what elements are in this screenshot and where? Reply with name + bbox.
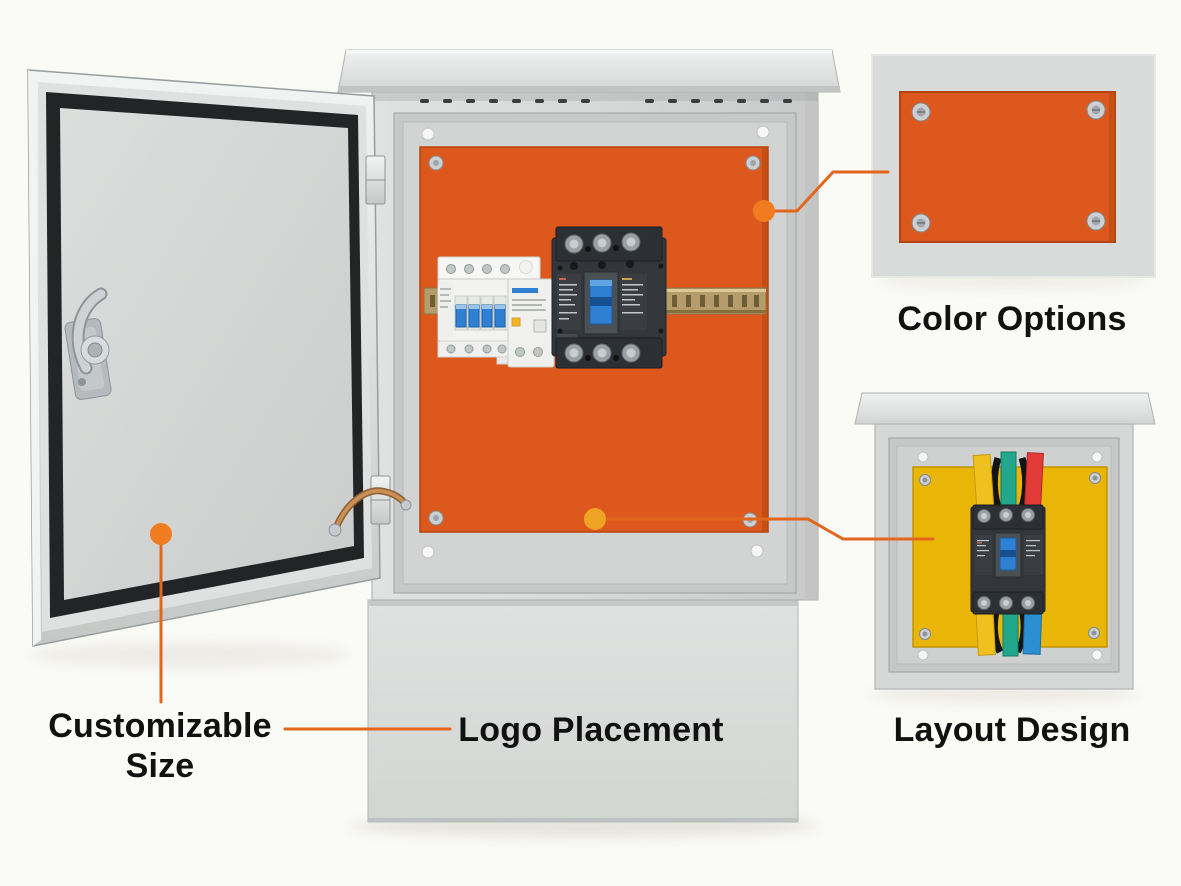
mccb-bottom-terminals bbox=[564, 343, 641, 363]
layout-design-dot bbox=[584, 508, 606, 530]
mccb-label-left bbox=[557, 274, 581, 330]
sample-plate-screws bbox=[911, 100, 1106, 233]
customizable-size-dot bbox=[150, 523, 172, 545]
orange-plate-sample bbox=[899, 91, 1116, 243]
logo-placement-label: Logo Placement bbox=[458, 711, 724, 749]
cabinet-roof bbox=[337, 49, 841, 93]
layout-design-inset bbox=[854, 392, 1156, 690]
door-inner-panel bbox=[60, 108, 354, 600]
mccb-label-right bbox=[620, 274, 647, 330]
callout-dots bbox=[150, 200, 775, 545]
callout-connectors bbox=[159, 170, 935, 731]
layout-design-label: Layout Design bbox=[893, 711, 1131, 749]
cabinet-door bbox=[27, 69, 412, 647]
grounding-strap bbox=[328, 487, 412, 537]
cabinet-pedestal bbox=[367, 599, 799, 823]
customizable-size-label: Customizable Size bbox=[48, 707, 272, 786]
top-busbars bbox=[972, 451, 1044, 514]
mcb-breaker bbox=[437, 256, 555, 368]
layout-design-connector bbox=[593, 517, 935, 541]
mccb-breaker bbox=[551, 226, 667, 369]
vent-slots bbox=[420, 99, 792, 103]
mccb-top-terminals bbox=[564, 232, 641, 254]
color-options-connector bbox=[762, 170, 890, 213]
mini-cabinet-roof bbox=[854, 392, 1156, 425]
yellow-plate-screws bbox=[919, 472, 1101, 640]
mini-mccb-breaker bbox=[970, 504, 1046, 615]
frame-holes bbox=[421, 125, 770, 559]
door-latch-handle bbox=[64, 287, 112, 400]
mcb-toggles bbox=[454, 295, 507, 331]
color-options-label: Color Options bbox=[897, 300, 1127, 338]
color-options-dot bbox=[753, 200, 775, 222]
color-options-inset bbox=[871, 54, 1156, 278]
